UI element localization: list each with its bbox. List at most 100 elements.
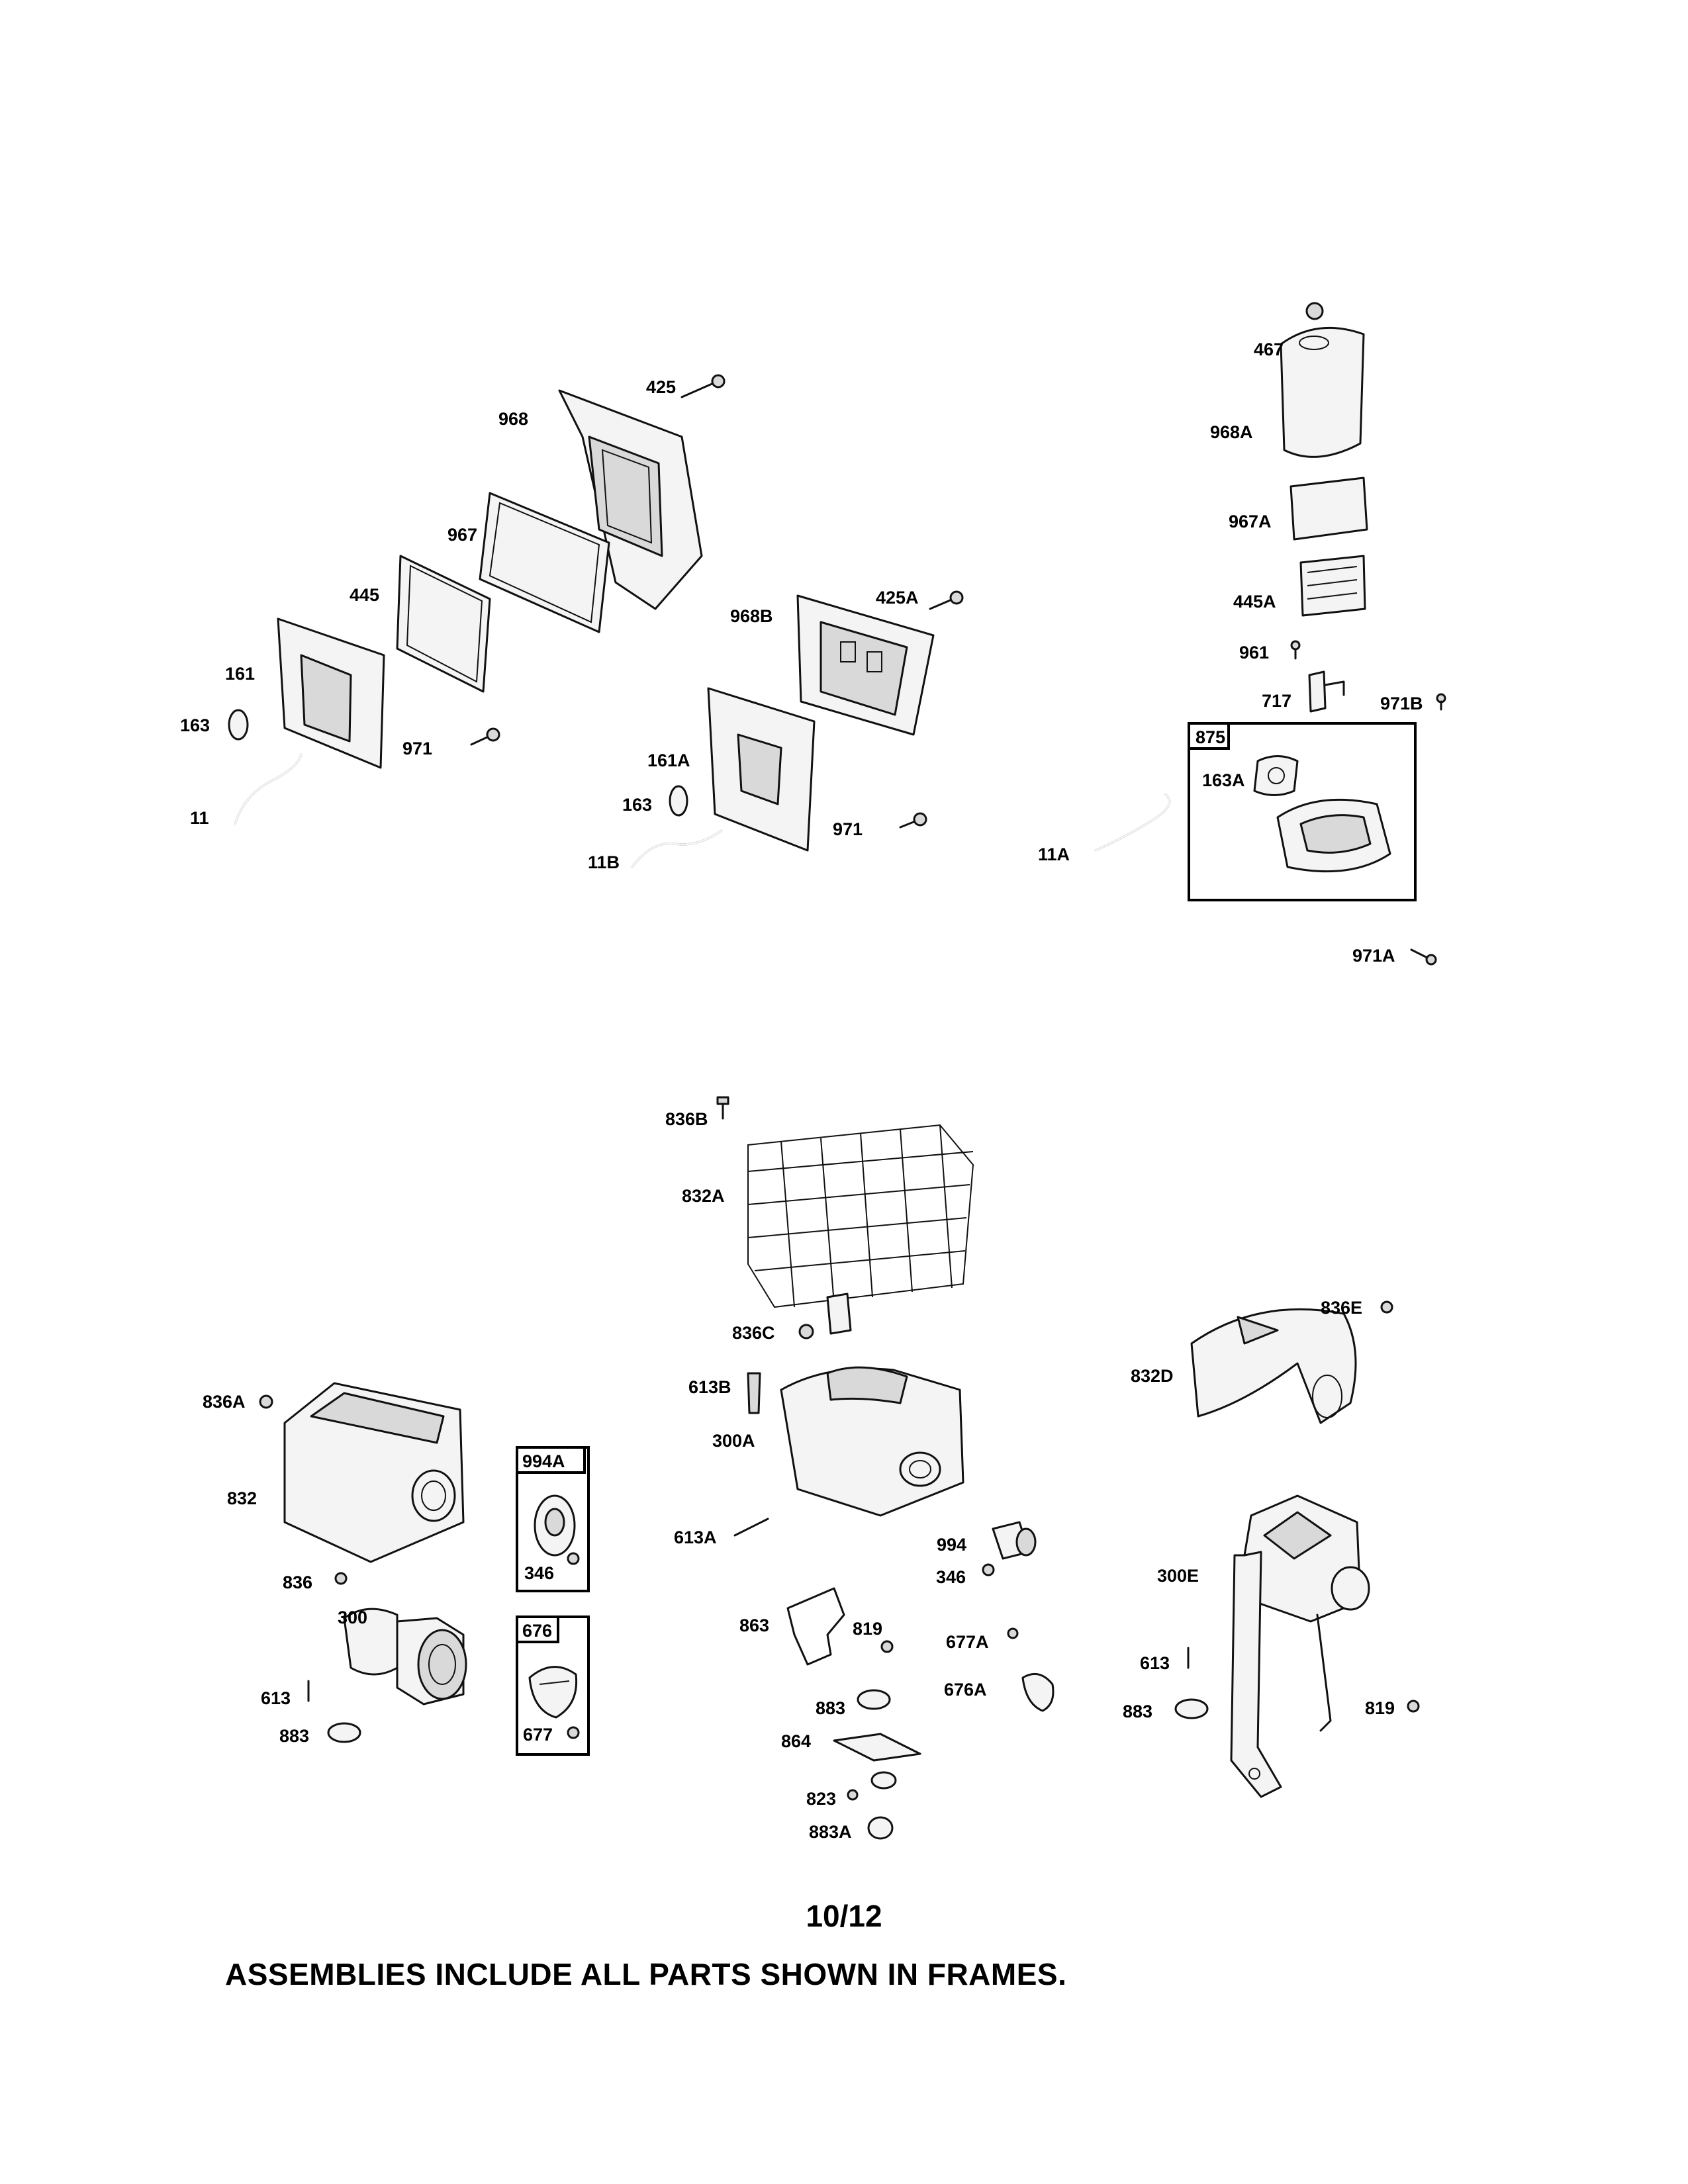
- frame-label-676: 676: [522, 1621, 552, 1641]
- filter-445A: [1299, 555, 1366, 617]
- label-819-b: 819: [1365, 1698, 1395, 1718]
- label-836E: 836E: [1321, 1298, 1362, 1318]
- fitting-994: [992, 1521, 1037, 1560]
- label-883-c: 883: [1123, 1702, 1152, 1721]
- label-883A: 883A: [809, 1822, 852, 1842]
- gasket-883-c: [1174, 1698, 1209, 1719]
- base-161A: [707, 687, 816, 852]
- adapter-864: [833, 1733, 921, 1790]
- air-cleaner-base-875: [1276, 798, 1391, 873]
- cover-968A: [1280, 326, 1365, 458]
- label-445A: 445A: [1233, 592, 1276, 612]
- label-961: 961: [1239, 643, 1269, 662]
- gasket-163: [228, 709, 249, 741]
- label-613: 613: [261, 1688, 291, 1708]
- screw-971B: [1436, 693, 1446, 711]
- label-967A: 967A: [1229, 512, 1272, 531]
- screw-613A: [733, 1518, 769, 1537]
- gasket-883-b: [327, 1722, 361, 1743]
- label-967: 967: [447, 525, 477, 545]
- assembly-frame-676: 676 677: [516, 1615, 590, 1756]
- air-cleaner-cover-968: [558, 389, 703, 610]
- bracket-863: [786, 1587, 845, 1666]
- label-300: 300: [338, 1608, 367, 1627]
- gasket-163A: [1253, 755, 1299, 796]
- screw-819-b: [1407, 1700, 1420, 1713]
- label-968: 968: [498, 409, 528, 429]
- label-163A: 163A: [1202, 770, 1245, 790]
- label-613A: 613A: [674, 1527, 717, 1547]
- label-971: 971: [402, 739, 432, 758]
- frame-label-994A: 994A: [522, 1451, 565, 1471]
- filter-967: [479, 492, 610, 633]
- label-300E: 300E: [1157, 1566, 1199, 1586]
- label-832D: 832D: [1131, 1366, 1174, 1386]
- guard-832: [283, 1382, 465, 1563]
- label-677: 677: [523, 1725, 553, 1745]
- screw-971A: [1410, 948, 1437, 966]
- label-676A: 676A: [944, 1680, 987, 1700]
- gasket-163-b: [669, 785, 688, 817]
- muffler-300E: [1230, 1494, 1370, 1798]
- assembly-frame-994A: 994A 346: [516, 1446, 590, 1592]
- muffler-300A: [780, 1366, 964, 1517]
- label-836A: 836A: [203, 1392, 246, 1412]
- frame-label-875: 875: [1196, 727, 1225, 747]
- screw-836C: [798, 1324, 814, 1340]
- filter-967A: [1289, 477, 1368, 541]
- guard-676A: [1021, 1672, 1055, 1712]
- label-467: 467: [1254, 340, 1284, 359]
- label-883-b: 883: [279, 1726, 309, 1746]
- label-161: 161: [225, 664, 255, 684]
- screw-677: [567, 1726, 580, 1739]
- label-971-b: 971: [833, 819, 863, 839]
- gasket-883A: [867, 1816, 894, 1840]
- label-346-b: 346: [524, 1563, 554, 1583]
- label-968B: 968B: [730, 606, 773, 626]
- label-445: 445: [350, 585, 379, 605]
- screw-961: [1290, 640, 1301, 660]
- label-11B: 11B: [588, 852, 620, 872]
- label-425: 425: [646, 377, 676, 397]
- screw-677A: [1007, 1627, 1019, 1639]
- label-971A: 971A: [1352, 946, 1395, 966]
- base-161: [277, 617, 385, 769]
- label-300A: 300A: [712, 1431, 755, 1451]
- tube-11B: [631, 829, 723, 868]
- label-425A: 425A: [876, 588, 919, 608]
- label-836: 836: [283, 1572, 312, 1592]
- screw-823: [847, 1789, 859, 1801]
- screw-819: [880, 1640, 894, 1653]
- label-968A: 968A: [1210, 422, 1253, 442]
- page-number: 10/12: [806, 1899, 882, 1933]
- label-823: 823: [806, 1789, 836, 1809]
- label-832: 832: [227, 1488, 257, 1508]
- screw-346: [982, 1563, 995, 1576]
- label-864: 864: [781, 1731, 811, 1751]
- label-163: 163: [180, 715, 210, 735]
- tube-11: [234, 753, 303, 825]
- screw-836: [334, 1572, 348, 1585]
- label-836B: 836B: [665, 1109, 708, 1129]
- screw-613B: [747, 1372, 761, 1414]
- screw-836E: [1380, 1300, 1393, 1314]
- footer-note: ASSEMBLIES INCLUDE ALL PARTS SHOWN IN FR…: [225, 1957, 1067, 1991]
- label-613B: 613B: [688, 1377, 731, 1397]
- label-161A: 161A: [647, 751, 690, 770]
- nut-467: [1305, 302, 1324, 320]
- screw-346-b: [567, 1552, 580, 1565]
- tube-11A: [1094, 793, 1171, 852]
- cover-968B: [796, 594, 935, 736]
- muffler-300: [343, 1608, 467, 1706]
- screw-425: [680, 374, 726, 398]
- screw-836A: [259, 1394, 273, 1409]
- label-613-c: 613: [1140, 1653, 1170, 1673]
- label-11A: 11A: [1038, 844, 1070, 864]
- label-819: 819: [853, 1619, 882, 1639]
- label-717: 717: [1262, 691, 1291, 711]
- gasket-883: [857, 1689, 891, 1710]
- label-163-b: 163: [622, 795, 652, 815]
- label-836C: 836C: [732, 1323, 775, 1343]
- label-677A: 677A: [946, 1632, 989, 1652]
